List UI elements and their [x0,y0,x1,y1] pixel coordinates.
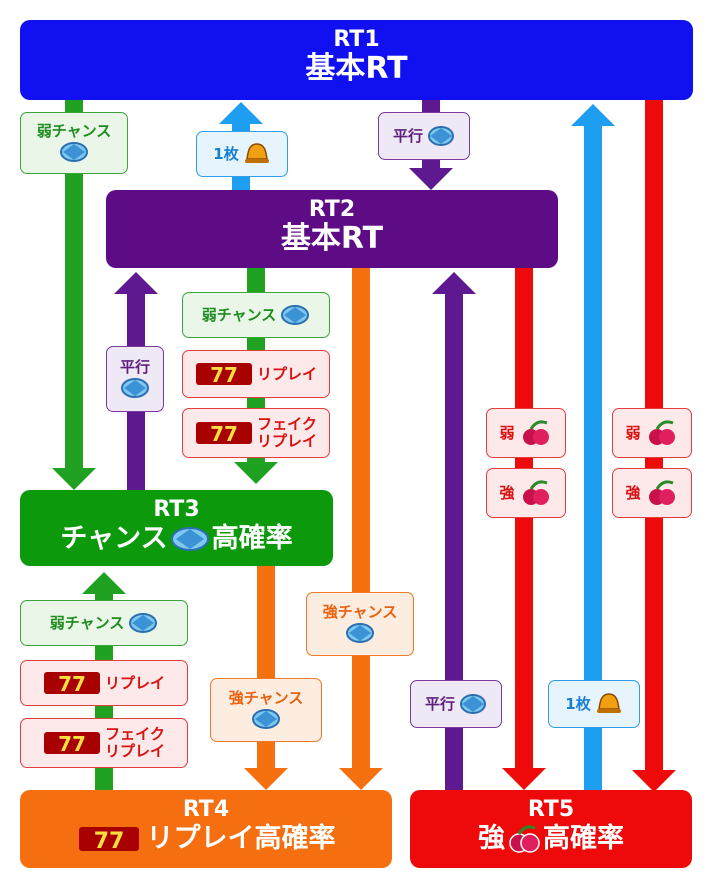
rt1-label: RT1 [333,27,380,52]
rt5-name-b: 高確率 [543,823,624,854]
blue-crystal-icon [428,126,454,146]
label-weak-rt2-rt5: 弱 [486,408,566,458]
red-seven-icon: 77 [43,672,100,696]
label-fake-replay-rt4-rt3: 77 フェイク リプレイ [20,718,188,768]
rt4-name: リプレイ高確率 [146,823,336,854]
rt2-name: 基本RT [280,221,384,256]
label-one-bet-rt5-rt1: 1枚 [548,680,640,728]
cherry-icon [648,480,675,505]
red-seven-icon: 77 [43,732,100,756]
blue-crystal-icon [170,527,209,551]
blue-crystal-icon [121,377,149,398]
cherry-icon [509,825,540,853]
svg-text:77: 77 [210,363,238,387]
svg-text:77: 77 [58,672,86,696]
svg-text:77: 77 [93,829,124,854]
blue-crystal-icon [281,305,310,325]
arrow-rt5-to-rt2 [432,272,476,790]
blue-crystal-icon [460,694,486,714]
cherry-icon [522,420,549,445]
label-heikou-rt3-rt2: 平行 [106,346,164,412]
rt1-box: RT1 基本RT [20,20,693,100]
svg-text:77: 77 [210,422,238,446]
label-strong-chance-rt3-rt4: 強チャンス [210,678,322,742]
label-strong-rt1-rt5: 強 [612,468,692,518]
label-replay-rt4-rt3: 77 リプレイ [20,660,188,706]
rt2-label: RT2 [308,197,356,222]
label-heikou-rt5-rt2: 平行 [410,680,502,728]
rt3-name-b: 高確率 [211,523,293,554]
label-heikou-rt1-rt2: 平行 [378,112,470,160]
label-strong-rt2-rt5: 強 [486,468,566,518]
svg-text:77: 77 [58,732,86,756]
blue-crystal-icon [129,613,158,633]
label-replay-rt2-rt3: 77 リプレイ [182,350,330,398]
bell-icon [244,143,269,163]
rt4-label: RT4 [182,797,230,822]
label-weak-chance-rt1-rt3: 弱チャンス [20,112,128,174]
red-seven-icon: 77 [195,363,252,387]
rt3-box: RT3 チャンス 高確率 [20,490,333,566]
label-weak-rt1-rt5: 弱 [612,408,692,458]
label-one-bet-rt2-rt1: 1枚 [196,131,288,177]
rt5-label: RT5 [527,797,575,822]
bell-icon [596,693,621,713]
cherry-icon [522,480,549,505]
arrow-rt2-to-rt4 [339,268,383,790]
blue-crystal-icon [252,708,280,729]
rt5-box: RT5 強 高確率 [410,790,692,868]
rt2-box: RT2 基本RT [106,190,558,268]
label-weak-chance-rt2-rt3: 弱チャンス [182,292,330,338]
arrow-rt1-to-rt3 [52,100,96,490]
rt5-name-a: 強 [478,823,505,854]
rt3-label: RT3 [153,497,200,522]
label-strong-chance-rt2-rt4: 強チャンス [306,592,414,656]
red-seven-icon: 77 [78,827,139,854]
arrow-rt2-to-rt5 [502,268,546,790]
arrow-rt5-to-rt1 [571,104,615,790]
label-fake-replay-rt2-rt3: 77 フェイク リプレイ [182,408,330,458]
rt4-box: RT4 77 リプレイ高確率 [20,790,392,868]
label-weak-chance-rt4-rt3: 弱チャンス [20,600,188,646]
red-seven-icon: 77 [195,422,252,446]
rt3-name-a: チャンス [60,523,168,554]
blue-crystal-icon [60,141,88,162]
blue-crystal-icon [346,622,374,643]
cherry-icon [648,420,675,445]
rt1-name: 基本RT [305,51,408,86]
